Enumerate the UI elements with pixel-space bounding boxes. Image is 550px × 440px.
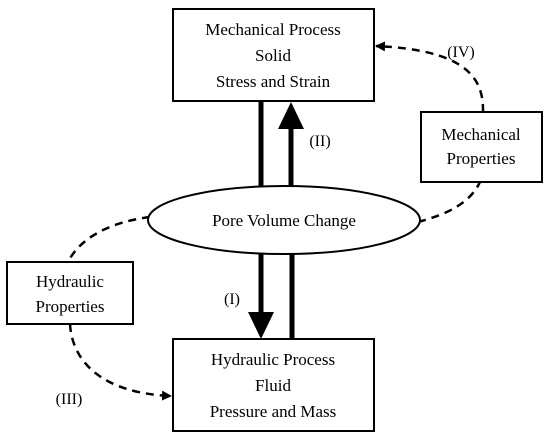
mechanical-properties-to-pore-volume-connector [417,181,482,224]
arrow-iv-mechanical-properties-to-mechanical-process [375,41,485,113]
pore-volume-change-label: Pore Volume Change [212,211,356,230]
arrow-i-head [248,312,274,339]
pore-volume-change-node: Pore Volume Change [147,185,421,255]
label-iii: (III) [56,391,83,408]
hydraulic-process-subtitle: Fluid [255,376,291,395]
mechanical-properties-node: Mechanical Properties [420,111,543,183]
mechanical-process-title: Mechanical Process [205,20,340,39]
mechanical-properties-line-1: Mechanical [441,125,521,144]
hydraulic-process-node: Hydraulic Process Fluid Pressure and Mas… [172,338,375,432]
label-ii: (II) [309,133,330,150]
mechanical-properties-line-2: Properties [447,149,516,168]
mechanical-process-subtitle: Solid [255,46,291,65]
hydraulic-properties-to-pore-volume-connector [66,215,151,263]
label-i: (I) [224,291,240,308]
mechanical-process-node: Mechanical Process Solid Stress and Stra… [172,8,375,102]
mechanical-process-detail: Stress and Strain [216,72,331,91]
arrow-ii-head [278,102,304,129]
hydraulic-properties-node: Hydraulic Properties [6,261,134,325]
hydraulic-process-title: Hydraulic Process [211,350,335,369]
arrow-iii-hydraulic-properties-to-hydraulic-process [68,323,172,401]
label-iv: (IV) [447,44,475,61]
hydraulic-process-detail: Pressure and Mass [210,402,337,421]
hydraulic-properties-line-1: Hydraulic [36,272,104,291]
hydraulic-properties-line-2: Properties [36,297,105,316]
